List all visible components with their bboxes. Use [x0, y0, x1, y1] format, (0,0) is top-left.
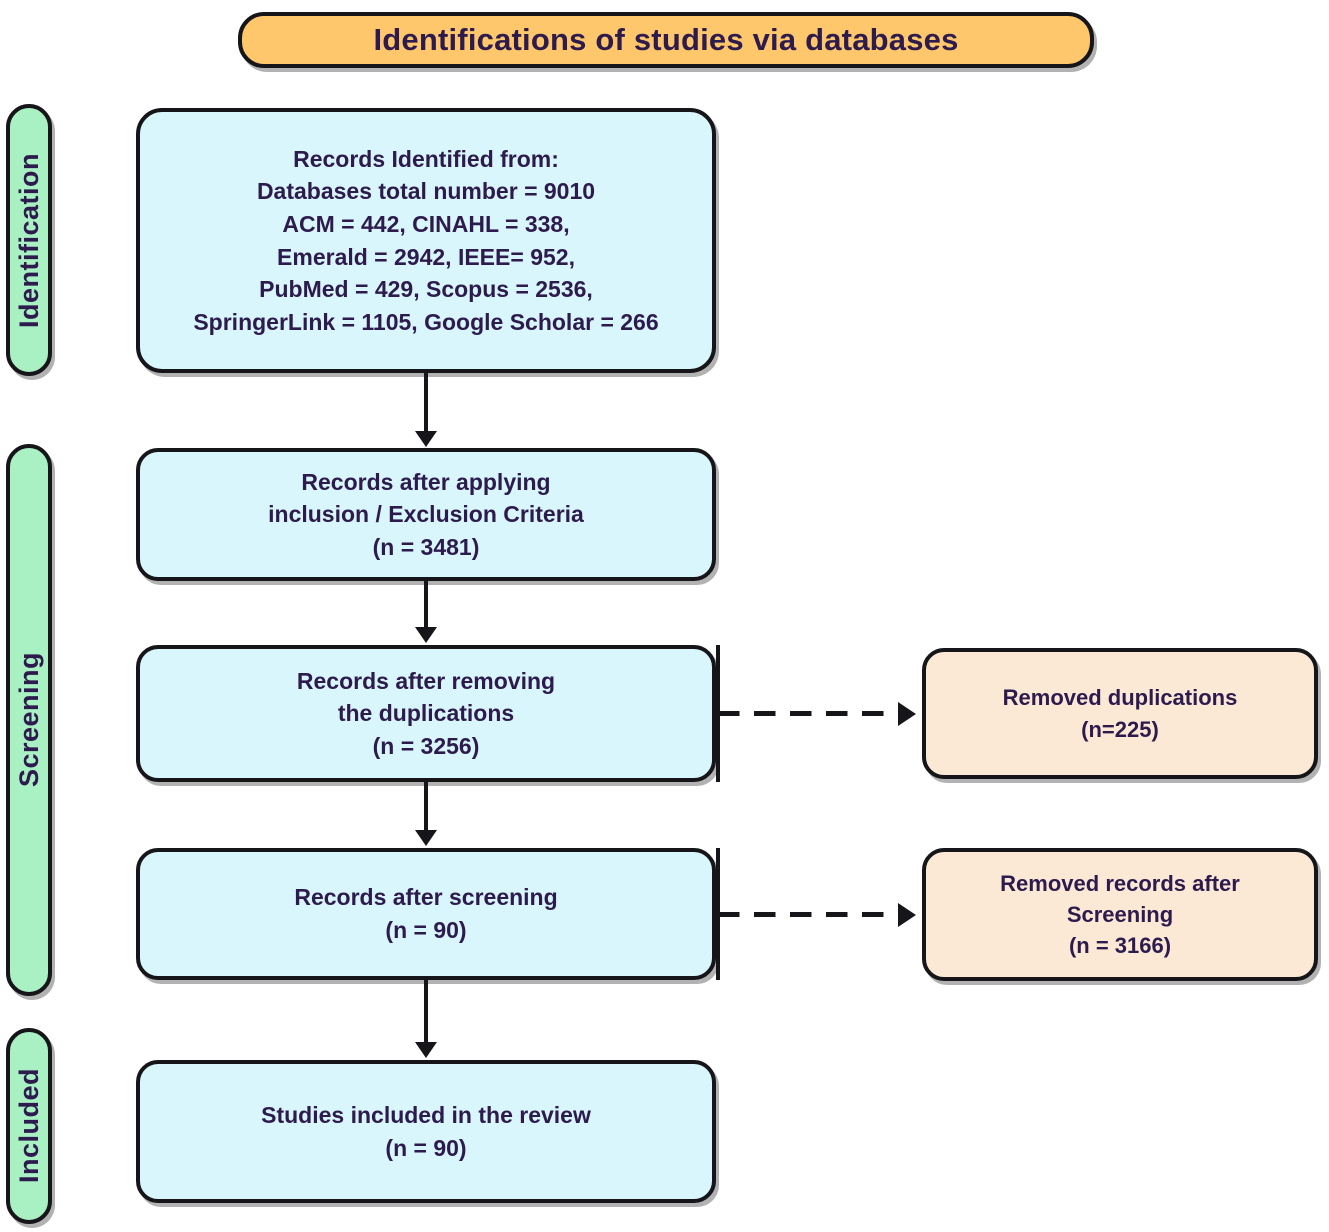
- box-removed-duplications: Removed duplications (n=225): [922, 648, 1318, 779]
- box-studies-included: Studies included in the review (n = 90): [136, 1060, 716, 1203]
- box-records-after-deduplication: Records after removing the duplications …: [136, 645, 716, 782]
- box-line: (n = 90): [385, 1134, 467, 1161]
- arrowhead-identified-to-criteria: [415, 431, 437, 447]
- box-line: inclusion / Exclusion Criteria: [268, 501, 584, 528]
- box-line: Screening: [1066, 901, 1174, 927]
- arrowhead-screened-to-included: [415, 1042, 437, 1058]
- stage-label-identification: Identification: [6, 104, 52, 376]
- stage-label-identification-text: Identification: [13, 152, 44, 328]
- box-line: Records after removing: [296, 667, 556, 694]
- box-line: PubMed = 429, Scopus = 2536,: [259, 276, 593, 303]
- stage-label-included: Included: [6, 1028, 52, 1224]
- connector-duplications-to-screened: [424, 782, 428, 834]
- box-line: (n = 90): [385, 917, 467, 943]
- connector-dashes: [718, 711, 900, 716]
- diagram-title-banner: Identifications of studies via databases: [238, 12, 1094, 68]
- box-line: Databases total number = 9010: [256, 178, 596, 205]
- box-line: Removed duplications: [1002, 685, 1238, 711]
- box-line: ACM = 442, CINAHL = 338,: [282, 210, 570, 237]
- stage-label-included-text: Included: [13, 1068, 44, 1184]
- box-line: Records Identified from:: [293, 145, 559, 172]
- stage-label-screening: Screening: [6, 444, 52, 996]
- box-removed-records-after-screening: Removed records after Screening (n = 316…: [922, 848, 1318, 981]
- box-records-identified: Records Identified from: Databases total…: [136, 108, 716, 373]
- box-line: (n=225): [1081, 716, 1159, 742]
- connector-dashes: [718, 912, 900, 917]
- connector-screened-to-included: [424, 980, 428, 1046]
- box-line: (n = 3166): [1068, 933, 1172, 959]
- box-line: Emerald = 2942, IEEE= 952,: [277, 243, 575, 270]
- connector-to-removed-duplications: [716, 645, 926, 782]
- box-line: SpringerLink = 1105, Google Scholar = 26…: [193, 308, 659, 335]
- connector-identified-to-criteria: [424, 373, 428, 435]
- arrowhead-criteria-to-duplications: [415, 627, 437, 643]
- arrowhead-duplications-to-screened: [415, 830, 437, 846]
- box-line: (n = 3256): [372, 732, 480, 759]
- arrowhead-removed-duplications: [898, 702, 916, 726]
- box-records-after-criteria: Records after applying inclusion / Exclu…: [136, 448, 716, 581]
- arrowhead-removed-screening: [898, 903, 916, 927]
- box-line: (n = 3481): [372, 533, 480, 560]
- box-line: Studies included in the review: [261, 1101, 591, 1128]
- box-line: Removed records after: [1000, 870, 1240, 896]
- box-line: Records after applying: [301, 468, 551, 495]
- connector-criteria-to-duplications: [424, 581, 428, 631]
- box-line: the duplications: [337, 700, 515, 727]
- stage-label-screening-text: Screening: [13, 652, 44, 788]
- diagram-title: Identifications of studies via databases: [373, 21, 959, 57]
- box-line: Records after screening: [294, 884, 558, 911]
- box-records-after-screening: Records after screening (n = 90): [136, 848, 716, 980]
- connector-to-removed-screening: [716, 848, 926, 980]
